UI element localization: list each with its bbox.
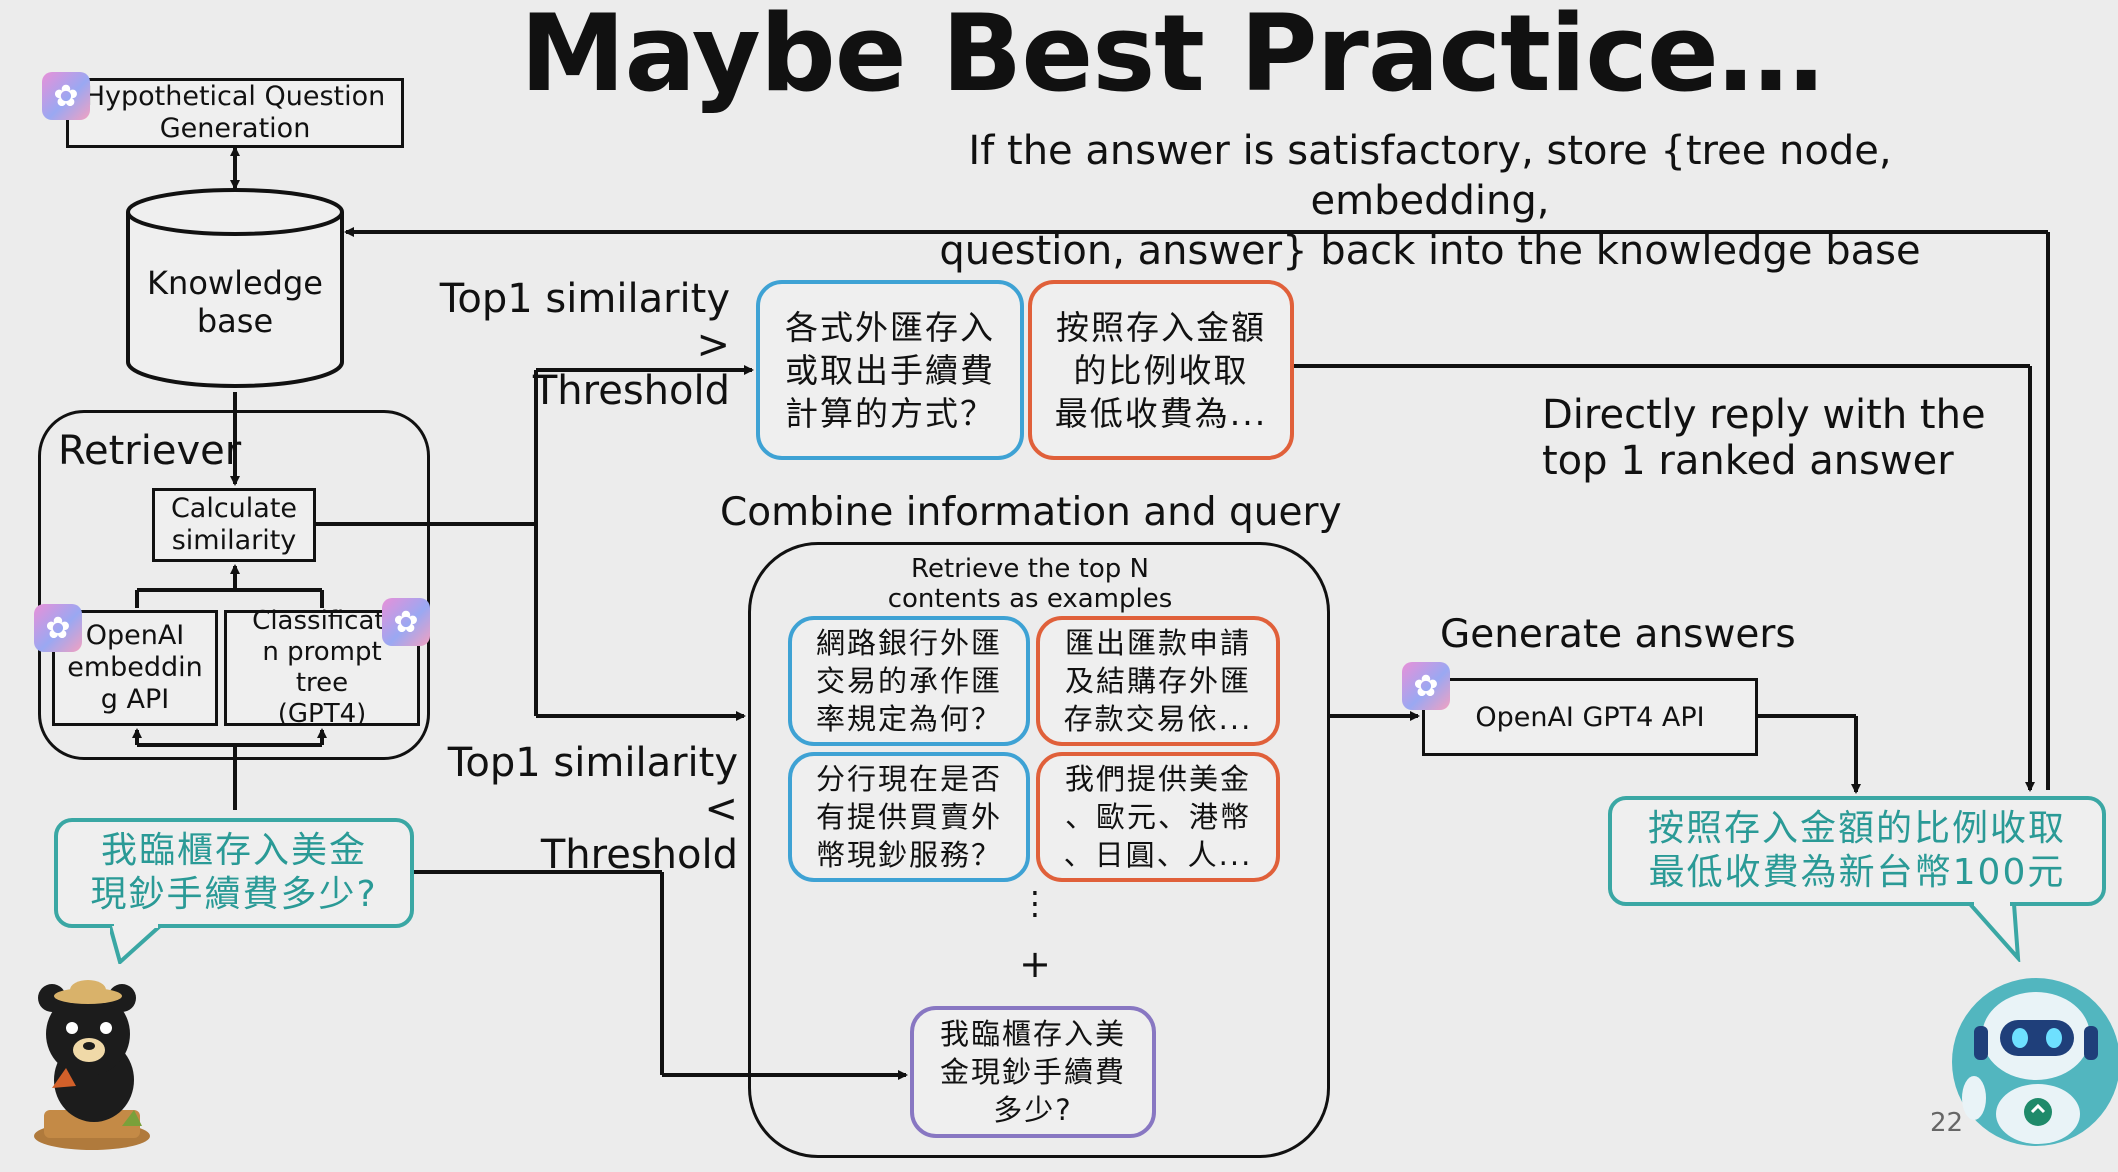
openai-logo-icon: ✿ xyxy=(42,72,90,120)
generate-answers-label: Generate answers xyxy=(1440,612,1796,657)
example-question-2: 分行現在是否 有提供買賣外 幣現鈔服務？ xyxy=(788,752,1030,882)
bot-answer-bubble: 按照存入金額的比例收取 最低收費為新台幣100元 xyxy=(1608,796,2106,906)
knowledge-base-cylinder xyxy=(126,188,344,388)
gpt4-api-box: OpenAI GPT4 API xyxy=(1422,678,1758,756)
example-answer-2: 我們提供美金 、歐元、港幣 、日圓、人... xyxy=(1036,752,1280,882)
example-question-1: 網路銀行外匯 交易的承作匯 率規定為何？ xyxy=(788,616,1030,746)
matched-question-box: 各式外匯存入 或取出手續費 計算的方式？ xyxy=(756,280,1024,460)
user-bubble-tail xyxy=(110,924,162,964)
top1-greater-label: Top1 similarity > Threshold xyxy=(439,276,730,414)
knowledge-base-label: Knowledge base xyxy=(147,264,323,340)
page-title: Maybe Best Practice… xyxy=(520,0,1824,115)
openai-logo-icon: ✿ xyxy=(34,604,82,652)
top1-less-label: Top1 similarity < Threshold xyxy=(447,740,738,878)
classification-prompt-tree-box: Classificati n prompt tree (GPT4) xyxy=(224,606,420,729)
retriever-label: Retriever xyxy=(58,428,242,474)
direct-reply-label: Directly reply with the top 1 ranked ans… xyxy=(1542,392,1986,484)
user-query-box: 我臨櫃存入美 金現鈔手續費 多少? xyxy=(910,1006,1156,1138)
page-number: 22 xyxy=(1930,1108,1964,1138)
retrieve-top-n-note: Retrieve the top N contents as examples xyxy=(887,554,1173,614)
store-note: If the answer is satisfactory, store {tr… xyxy=(939,128,1921,274)
more-examples-ellipsis: ⋮ xyxy=(1019,884,1051,922)
combine-label: Combine information and query xyxy=(720,490,1342,535)
openai-logo-icon: ✿ xyxy=(1402,662,1450,710)
hypothetical-question-box: Hypothetical Question Generation xyxy=(66,78,404,148)
combine-container xyxy=(748,542,1330,1158)
plus-sign: + xyxy=(1019,942,1051,986)
retriever-container xyxy=(38,410,430,760)
matched-answer-box: 按照存入金額 的比例收取 最低收費為... xyxy=(1028,280,1294,460)
user-question-bubble: 我臨櫃存入美金 現鈔手續費多少? xyxy=(54,818,414,928)
calculate-similarity-box: Calculate similarity xyxy=(152,488,316,562)
bot-bubble-tail xyxy=(1966,902,2021,962)
robot-mascot-icon xyxy=(1952,978,2118,1146)
example-answer-1: 匯出匯款申請 及結購存外匯 存款交易依... xyxy=(1036,616,1280,746)
openai-logo-icon: ✿ xyxy=(382,598,430,646)
bear-mascot-icon xyxy=(34,980,150,1150)
